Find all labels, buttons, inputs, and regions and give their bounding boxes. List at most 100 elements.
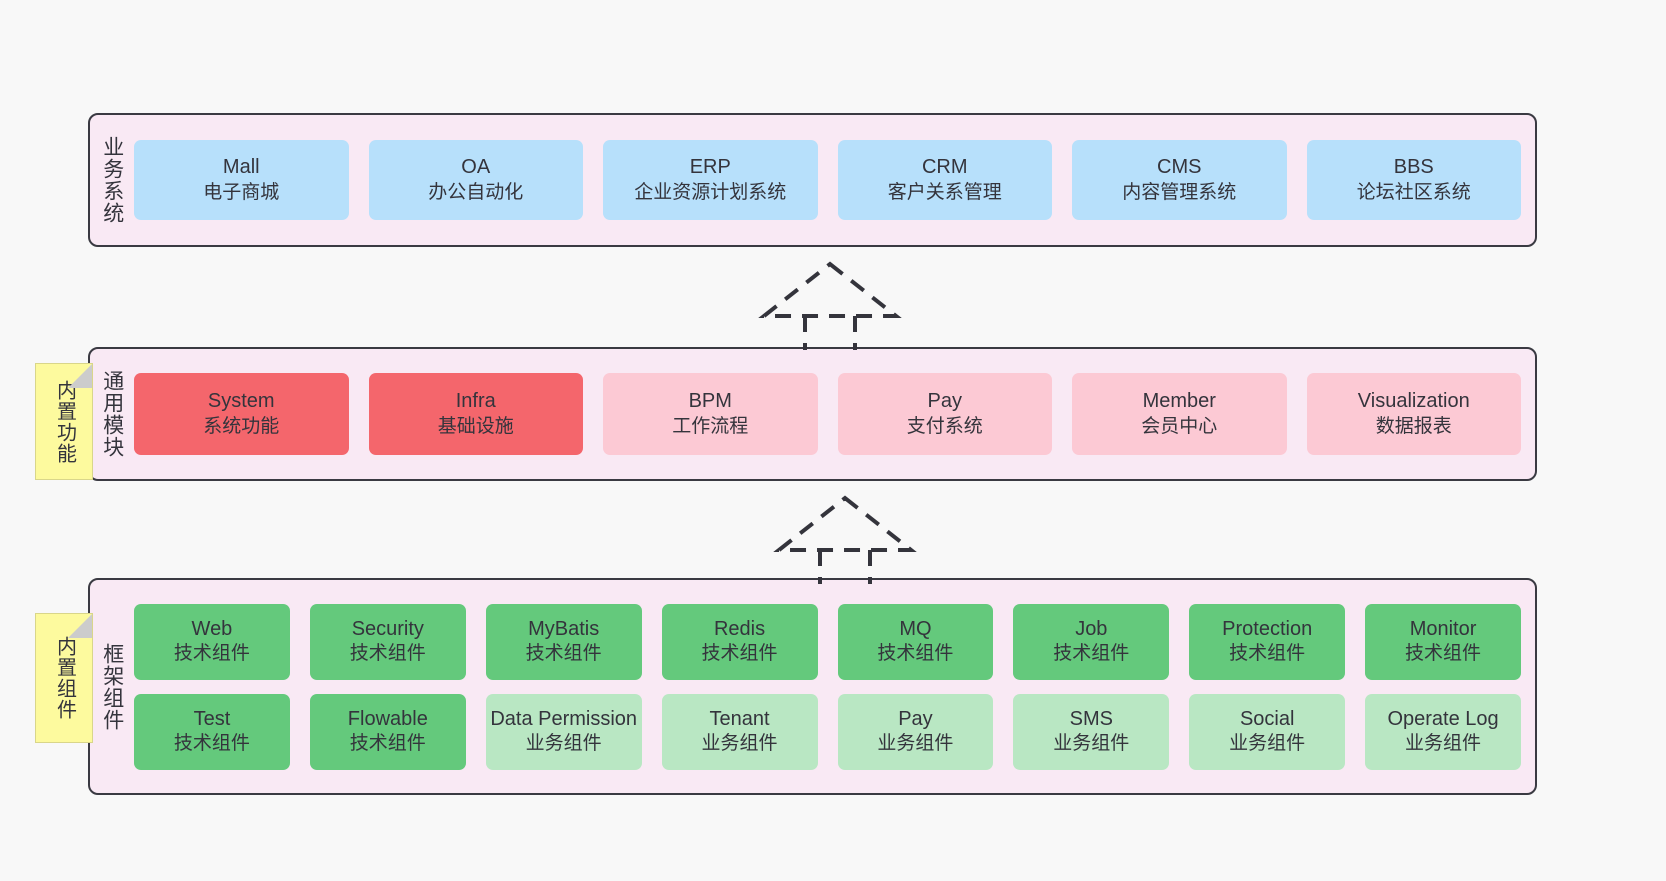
layer-common-module: 通用模块 System 系统功能 Infra 基础设施 BPM 工作流程 Pay… [88,347,1537,481]
note-builtin-component: 内置组件 [35,613,93,743]
card-title-cn: 业务组件 [877,733,954,755]
card-title-en: Infra [455,390,496,413]
card-title-cn: 技术组件 [1229,643,1306,665]
card-data-permission[interactable]: Data Permission 业务组件 [485,693,642,770]
card-title-cn: 支付系统 [906,415,983,437]
card-protection[interactable]: Protection 技术组件 [1189,603,1346,680]
layer-title-framework-component: 框架组件 [100,642,124,731]
layer-body-framework-component: Web 技术组件 Security 技术组件 MyBatis 技术组件 Redi… [134,580,1535,793]
card-title-en: Job [1075,617,1108,640]
connector-implement-shape [773,495,917,584]
card-title-cn: 电子商城 [203,181,280,203]
card-cms[interactable]: CMS 内容管理系统 [1072,140,1287,220]
card-title-en: Mall [222,156,260,179]
layer-title-common-module: 通用模块 [100,370,124,458]
card-row: System 系统功能 Infra 基础设施 BPM 工作流程 Pay 支付系统… [134,373,1521,455]
card-title-en: Member [1142,390,1216,413]
card-title-en: SMS [1069,707,1113,730]
card-pay-component[interactable]: Pay 业务组件 [837,693,994,770]
card-security[interactable]: Security 技术组件 [309,603,466,680]
card-title-cn: 技术组件 [525,643,602,665]
card-title-cn: 技术组件 [349,733,426,755]
card-monitor[interactable]: Monitor 技术组件 [1365,603,1521,680]
card-title-cn: 客户关系管理 [887,181,1002,203]
card-title-en: Pay [898,707,933,730]
card-flowable[interactable]: Flowable 技术组件 [309,693,466,770]
card-title-cn: 技术组件 [877,643,954,665]
card-pay[interactable]: Pay 支付系统 [837,373,1052,455]
card-title-en: System [207,390,275,413]
card-sms[interactable]: SMS 业务组件 [1013,693,1170,770]
card-title-en: BPM [688,390,732,413]
card-title-en: CRM [921,156,968,179]
card-title-en: Flowable [347,707,428,730]
card-title-en: ERP [689,156,731,179]
card-title-cn: 技术组件 [701,643,778,665]
card-tenant[interactable]: Tenant 业务组件 [661,693,818,770]
card-operate-log[interactable]: Operate Log 业务组件 [1365,693,1521,770]
card-title-cn: 业务组件 [1405,733,1482,755]
card-title-en: BBS [1393,156,1434,179]
card-title-cn: 系统功能 [203,415,280,437]
layer-title-business-system: 业务系统 [100,136,124,224]
card-title-en: Monitor [1409,617,1477,640]
card-mall[interactable]: Mall 电子商城 [134,140,349,220]
card-title-cn: 论坛社区系统 [1356,181,1471,203]
card-title-cn: 业务组件 [525,733,602,755]
card-bbs[interactable]: BBS 论坛社区系统 [1306,140,1521,220]
card-title-cn: 技术组件 [1405,643,1482,665]
card-title-en: MyBatis [528,617,600,640]
card-title-cn: 业务组件 [1053,733,1130,755]
card-row: Mall 电子商城 OA 办公自动化 ERP 企业资源计划系统 CRM 客户关系… [134,140,1521,220]
card-title-en: Social [1239,707,1295,730]
layer-body-business-system: Mall 电子商城 OA 办公自动化 ERP 企业资源计划系统 CRM 客户关系… [134,115,1535,245]
card-title-en: Visualization [1357,390,1470,413]
note-label: 内置功能 [53,379,76,464]
card-job[interactable]: Job 技术组件 [1013,603,1170,680]
card-mq[interactable]: MQ 技术组件 [837,603,994,680]
card-title-en: Redis [713,617,766,640]
card-title-en: Pay [927,390,962,413]
card-title-en: Protection [1222,617,1313,640]
card-oa[interactable]: OA 办公自动化 [368,140,583,220]
card-row: Web 技术组件 Security 技术组件 MyBatis 技术组件 Redi… [134,603,1521,680]
card-erp[interactable]: ERP 企业资源计划系统 [603,140,818,220]
card-title-en: MQ [899,617,932,640]
card-title-cn: 内容管理系统 [1122,181,1237,203]
note-builtin-function: 内置功能 [35,363,93,480]
card-bpm[interactable]: BPM 工作流程 [603,373,818,455]
card-crm[interactable]: CRM 客户关系管理 [837,140,1052,220]
card-title-cn: 工作流程 [672,415,749,437]
card-mybatis[interactable]: MyBatis 技术组件 [485,603,642,680]
card-title-cn: 技术组件 [173,643,250,665]
connector-build-shape [758,261,902,350]
card-social[interactable]: Social 业务组件 [1189,693,1346,770]
card-title-cn: 业务组件 [701,733,778,755]
note-label: 内置组件 [53,636,76,720]
card-title-en: Operate Log [1387,707,1499,730]
card-title-cn: 企业资源计划系统 [634,181,787,203]
card-system[interactable]: System 系统功能 [134,373,349,455]
card-title-cn: 会员中心 [1141,415,1218,437]
layer-business-system: 业务系统 Mall 电子商城 OA 办公自动化 ERP 企业资源计划系统 CRM… [88,113,1537,247]
card-row: Test 技术组件 Flowable 技术组件 Data Permission … [134,693,1521,770]
card-test[interactable]: Test 技术组件 [134,693,290,770]
card-title-cn: 业务组件 [1229,733,1306,755]
card-title-cn: 基础设施 [437,415,514,437]
card-title-cn: 技术组件 [173,733,250,755]
card-title-cn: 数据报表 [1375,415,1452,437]
card-title-en: Test [193,707,231,730]
card-title-en: Web [191,617,233,640]
card-title-en: Data Permission [490,707,638,730]
layer-framework-component: 框架组件 Web 技术组件 Security 技术组件 MyBatis 技术组件… [88,578,1537,795]
layer-body-common-module: System 系统功能 Infra 基础设施 BPM 工作流程 Pay 支付系统… [134,349,1535,479]
card-member[interactable]: Member 会员中心 [1072,373,1287,455]
card-title-en: Security [351,617,424,640]
connector-implement [770,492,920,584]
card-redis[interactable]: Redis 技术组件 [661,603,818,680]
card-web[interactable]: Web 技术组件 [134,603,290,680]
card-visualization[interactable]: Visualization 数据报表 [1306,373,1521,455]
card-infra[interactable]: Infra 基础设施 [368,373,583,455]
card-title-cn: 办公自动化 [428,181,524,203]
